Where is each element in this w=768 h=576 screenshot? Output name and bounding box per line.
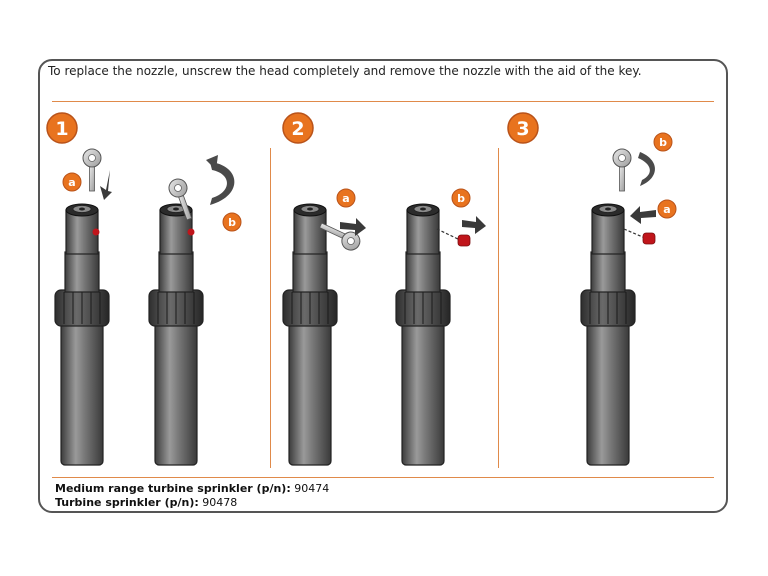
instruction-text: To replace the nozzle, unscrew the head … — [48, 64, 642, 78]
step-2-badge: 2 — [282, 112, 314, 144]
part-value: 90474 — [294, 482, 330, 495]
rotate-arrow-icon — [210, 162, 235, 205]
svg-text:a: a — [342, 192, 349, 205]
step-1-sprinkler-a — [54, 203, 110, 466]
step-1-badge: 1 — [46, 112, 78, 144]
arrow-icon — [100, 170, 112, 200]
arrow-head-icon — [206, 155, 218, 170]
arrow-icon — [630, 206, 656, 224]
callout-1a: a — [62, 172, 82, 192]
callout-2b: b — [451, 188, 471, 208]
nozzle-icon — [457, 234, 471, 247]
step-separator-1 — [270, 148, 271, 468]
step-3-badge: 3 — [507, 112, 539, 144]
step-3-sprinkler — [580, 203, 636, 466]
part-label: Medium range turbine sprinkler (p/n): — [55, 482, 291, 495]
part-numbers: Medium range turbine sprinkler (p/n): 90… — [55, 482, 329, 510]
svg-text:a: a — [68, 176, 75, 189]
rotate-arrow-icon — [638, 152, 655, 186]
guide-line — [623, 228, 646, 239]
key-icon — [319, 222, 361, 251]
part-number-line-1: Medium range turbine sprinkler (p/n): 90… — [55, 482, 329, 496]
step-separator-2 — [498, 148, 499, 468]
nozzle-icon — [92, 228, 100, 236]
nozzle-icon — [642, 232, 656, 245]
callout-1b: b — [222, 212, 242, 232]
svg-text:2: 2 — [291, 118, 304, 140]
svg-text:b: b — [457, 192, 465, 205]
step-2-sprinkler-b — [395, 203, 451, 466]
part-value: 90478 — [202, 496, 238, 509]
guide-line — [436, 228, 461, 241]
arrow-icon — [340, 218, 366, 236]
nozzle-icon — [187, 228, 195, 236]
bottom-divider — [52, 477, 714, 478]
arrow-icon — [462, 216, 486, 234]
callout-3a: a — [657, 199, 677, 219]
top-divider — [52, 101, 714, 102]
key-icon — [612, 148, 632, 192]
key-icon — [82, 148, 102, 192]
svg-text:b: b — [659, 136, 667, 149]
step-2-sprinkler-a — [282, 203, 338, 466]
callout-2a: a — [336, 188, 356, 208]
svg-text:a: a — [663, 203, 670, 216]
svg-text:1: 1 — [55, 118, 68, 140]
part-label: Turbine sprinkler (p/n): — [55, 496, 199, 509]
callout-3b: b — [653, 132, 673, 152]
svg-text:b: b — [228, 216, 236, 229]
svg-text:3: 3 — [516, 118, 529, 140]
part-number-line-2: Turbine sprinkler (p/n): 90478 — [55, 496, 329, 510]
step-1-sprinkler-b — [148, 203, 204, 466]
